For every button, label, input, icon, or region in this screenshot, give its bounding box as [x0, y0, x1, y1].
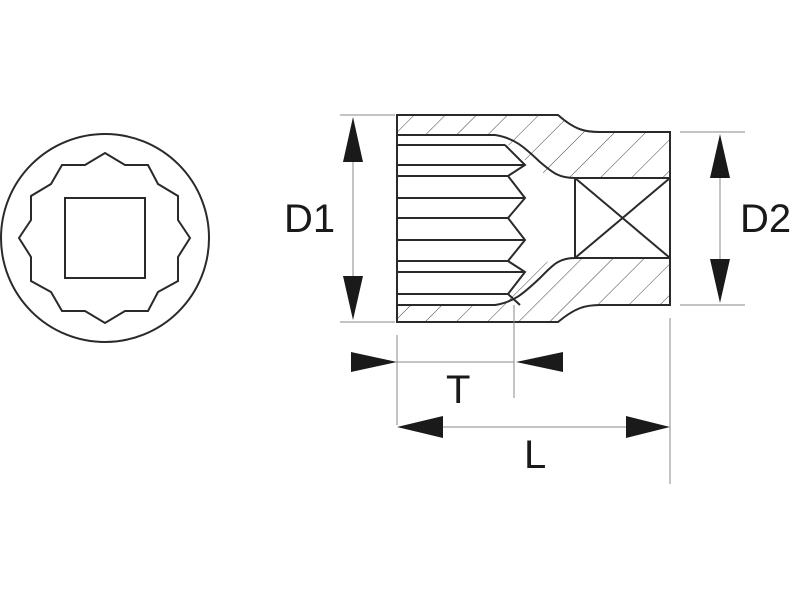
- label-d2: D2: [740, 197, 791, 241]
- dimension-d2: D2: [680, 131, 791, 306]
- bore-bottom-curve: [397, 257, 670, 306]
- dimension-d1: D1: [284, 114, 395, 323]
- square-drive: [64, 197, 146, 279]
- dimension-t: T: [351, 305, 563, 425]
- arrow-left-icon: [397, 416, 443, 438]
- label-l: L: [524, 433, 546, 477]
- arrow-up-icon: [710, 134, 730, 178]
- hatched-wall-bottom: [397, 258, 670, 322]
- arrow-up-icon: [343, 117, 363, 162]
- hatched-wall-top: [397, 115, 670, 178]
- flute-lines: [397, 144, 527, 306]
- socket-end-view: [0, 133, 210, 343]
- bore-top-curve: [397, 134, 670, 179]
- socket-side-section: [396, 114, 671, 323]
- arrow-right-icon: [626, 416, 670, 438]
- square-drive-section: [574, 177, 671, 259]
- label-t: T: [446, 368, 470, 412]
- outer-circle: [0, 133, 210, 343]
- arrow-down-icon: [710, 259, 730, 303]
- socket-outline: [396, 114, 671, 323]
- arrow-down-icon: [343, 276, 363, 320]
- dimension-l: L: [397, 318, 671, 484]
- label-d1: D1: [284, 197, 335, 241]
- arrow-left-icon: [516, 352, 563, 372]
- twelve-point-profile: [17, 151, 192, 325]
- arrow-right-icon: [351, 352, 397, 372]
